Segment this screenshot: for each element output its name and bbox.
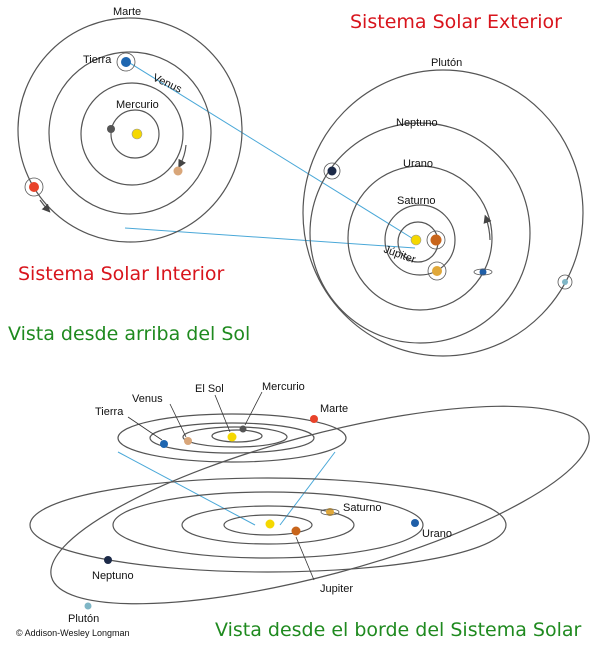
leader-line xyxy=(127,416,163,441)
label-tierra: Tierra xyxy=(83,54,112,66)
edge-planet-saturno xyxy=(326,508,334,516)
edge-label-venus: Venus xyxy=(132,393,163,405)
edge-orbit-urano xyxy=(112,491,424,559)
label-marte: Marte xyxy=(113,6,141,18)
planet-tierra xyxy=(121,57,131,67)
edge-label-mercurio: Mercurio xyxy=(262,381,305,393)
connector-line xyxy=(124,227,416,249)
orbit-pluton xyxy=(302,69,584,357)
edge-sun-outer xyxy=(265,519,275,529)
edge-label-neptuno: Neptuno xyxy=(92,570,134,582)
edge-label-jupiter: Jupiter xyxy=(320,583,353,595)
edge-planet-neptuno xyxy=(104,556,112,564)
edge-label-sol: El Sol xyxy=(195,383,224,395)
title-outer: Sistema Solar Exterior xyxy=(350,11,562,33)
edge-orbit-mercurio xyxy=(211,429,263,443)
sun-outer xyxy=(410,234,422,246)
edge-label-tierra: Tierra xyxy=(95,406,124,418)
orbit-mercurio xyxy=(110,109,160,159)
orbit-neptuno xyxy=(309,122,531,344)
title-edge-view: Vista desde el borde del Sistema Solar xyxy=(215,619,582,641)
leader-line xyxy=(244,391,263,426)
edge-sun xyxy=(227,432,237,442)
label-mercurio: Mercurio xyxy=(116,99,159,111)
connector-line xyxy=(117,451,256,526)
orbit-venus xyxy=(80,82,184,186)
edge-view: Tierra Venus El Sol Mercurio Marte Satur… xyxy=(29,381,590,625)
label-pluton: Plutón xyxy=(431,57,462,69)
jupiter-spin-ring xyxy=(426,230,446,250)
edge-orbit-pluton xyxy=(50,405,590,605)
planet-venus xyxy=(173,166,183,176)
urano-ring xyxy=(473,268,493,276)
marte-spin-ring xyxy=(24,177,44,197)
label-venus: Venus xyxy=(151,72,184,96)
label-saturno: Saturno xyxy=(397,195,436,207)
saturno-spin-ring xyxy=(427,261,447,281)
title-inner: Sistema Solar Interior xyxy=(18,263,225,285)
edge-orbit-tierra xyxy=(149,422,315,454)
edge-orbit-jupiter xyxy=(223,514,313,536)
edge-planet-jupiter xyxy=(291,526,301,536)
edge-orbit-venus xyxy=(182,426,288,448)
leader-line xyxy=(295,536,315,581)
edge-label-saturno: Saturno xyxy=(343,502,382,514)
edge-label-pluton: Plutón xyxy=(68,613,99,625)
tierra-spin-ring xyxy=(116,52,136,72)
edge-planet-urano xyxy=(411,519,419,527)
inner-solar-system: Marte Tierra Venus Mercurio xyxy=(17,6,243,243)
label-urano: Urano xyxy=(403,158,433,170)
edge-orbit-marte xyxy=(117,413,347,463)
orbit-marte xyxy=(17,17,243,243)
copyright-text: © Addison-Wesley Longman xyxy=(16,628,130,638)
planet-urano xyxy=(479,268,487,276)
edge-planet-venus xyxy=(184,437,192,445)
pluton-spin-ring xyxy=(557,274,573,290)
connector-line xyxy=(279,451,336,526)
orbit-urano xyxy=(347,165,493,311)
orbit-tierra xyxy=(48,51,212,215)
connector-line xyxy=(124,59,416,241)
label-neptuno: Neptuno xyxy=(396,117,438,129)
leader-line xyxy=(169,403,187,438)
planet-jupiter xyxy=(430,234,442,246)
edge-label-urano: Urano xyxy=(422,528,452,540)
planet-neptuno xyxy=(327,166,337,176)
edge-planet-marte xyxy=(310,415,318,423)
planet-mercurio xyxy=(107,125,115,133)
neptuno-spin-ring xyxy=(323,162,341,180)
planet-saturno xyxy=(432,266,442,276)
edge-saturno-ring xyxy=(320,508,340,516)
edge-planet-mercurio xyxy=(239,425,247,433)
edge-planet-pluton xyxy=(84,602,92,610)
planet-pluton xyxy=(562,279,568,285)
title-top-view: Vista desde arriba del Sol xyxy=(8,323,250,345)
orbit-saturno xyxy=(384,204,456,276)
edge-orbit-neptuno xyxy=(29,477,507,573)
planet-marte xyxy=(29,182,39,192)
leader-line xyxy=(214,394,231,433)
outer-solar-system: Plutón Neptuno Urano Saturno Júpiter xyxy=(302,57,584,357)
edge-orbit-saturno xyxy=(181,505,355,545)
sun xyxy=(131,128,143,140)
edge-label-marte: Marte xyxy=(320,403,348,415)
edge-planet-tierra xyxy=(160,440,168,448)
